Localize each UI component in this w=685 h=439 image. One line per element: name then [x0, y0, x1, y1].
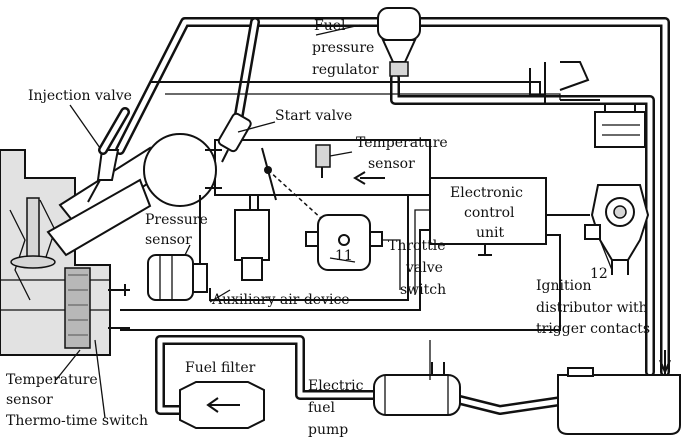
label-pressure-sensor: Pressure sensor [145, 212, 208, 248]
label-line: pump [308, 422, 348, 438]
label-electronic-control-unit: Electronic control unit [450, 185, 523, 241]
label-line: switch [400, 282, 446, 298]
engine-block [0, 149, 111, 356]
wiring [108, 81, 590, 380]
label-line: unit [476, 225, 505, 241]
label-line: Ignition [536, 278, 592, 294]
label-line: trigger contacts [536, 321, 650, 337]
fuel-lines [115, 17, 670, 415]
label-line: distributor with [536, 300, 648, 316]
label-ignition-distributor: Ignition distributor with trigger contac… [536, 278, 650, 337]
ignition-distributor [584, 184, 650, 275]
label-fuel-filter: Fuel filter [185, 360, 256, 376]
fuel-pressure-regulator [377, 7, 421, 77]
label-throttle-number: 11 [335, 248, 353, 264]
electronic-control-unit [429, 177, 547, 245]
electric-fuel-pump [373, 362, 461, 416]
fuel-filter [179, 381, 265, 429]
fuel-tank [557, 350, 681, 435]
leader-lines [55, 24, 613, 419]
airflow-arrow [353, 171, 385, 185]
injection-valve [87, 107, 130, 203]
label-line: Pressure [145, 212, 208, 228]
label-injection-valve: Injection valve [28, 88, 132, 104]
label-line: control [464, 205, 515, 221]
battery [594, 104, 646, 148]
start-valve [217, 112, 252, 163]
label-line: Electric [308, 378, 364, 394]
label-electric-fuel-pump: Electric fuel pump [308, 378, 364, 438]
label-thermo-time-switch: Thermo-time switch [6, 413, 148, 429]
label-line: Temperature [356, 135, 448, 151]
label-line: sensor [145, 232, 192, 248]
intake-plenum [143, 133, 217, 207]
label-line: Throttle [388, 238, 446, 254]
label-start-valve: Start valve [275, 108, 352, 124]
label-line: pressure [312, 40, 374, 56]
engine-water-jacket [64, 267, 91, 349]
label-line: Fuel- [314, 18, 350, 34]
throttle-valve-switch [305, 214, 383, 271]
auxiliary-air-device [234, 195, 270, 281]
label-temperature-sensor-air: Temperature sensor [356, 135, 448, 172]
label-temperature-sensor-engine: Temperature sensor [6, 372, 98, 408]
engine-valve-head [10, 255, 56, 269]
label-line: Temperature [6, 372, 98, 388]
label-line: Electronic [450, 185, 523, 201]
ecu-ground [478, 244, 492, 256]
label-throttle-valve-switch: Throttle valve switch [388, 238, 446, 298]
label-line: fuel [308, 400, 335, 416]
label-auxiliary-air-device: Auxiliary air device [211, 292, 350, 308]
label-line: regulator [312, 62, 379, 78]
label-fuel-pressure-regulator: Fuel- pressure regulator [312, 18, 379, 78]
label-line: valve [405, 260, 443, 276]
label-ignition-number: 12 [590, 266, 608, 282]
label-line: sensor [6, 392, 53, 408]
label-line: sensor [368, 156, 415, 172]
engine-valve-stem [26, 197, 40, 259]
pressure-sensor [147, 195, 208, 301]
